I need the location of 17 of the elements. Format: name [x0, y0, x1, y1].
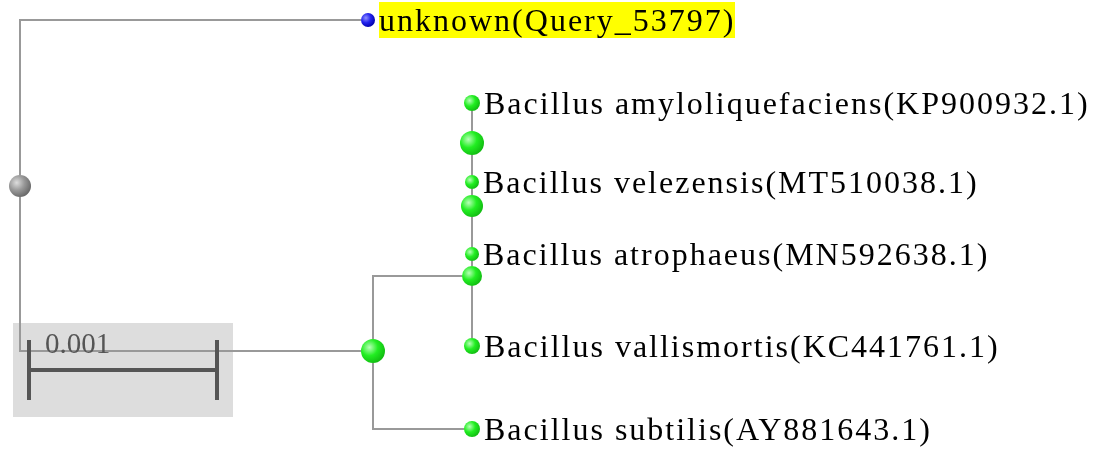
taxon-label: Bacillus vallismortis(KC441761.1) — [484, 328, 1000, 364]
branch-line — [471, 154, 473, 176]
branch-line — [19, 196, 362, 352]
taxon-label: Bacillus velezensis(MT510038.1) — [483, 164, 979, 200]
branch-line — [19, 19, 362, 176]
taxon-label: Bacillus subtilis(AY881643.1) — [484, 411, 932, 447]
branch-line — [471, 260, 473, 267]
branch-line — [471, 110, 473, 132]
scale-value: 0.001 — [45, 326, 111, 360]
taxon-label: Bacillus atrophaeus(MN592638.1) — [483, 236, 990, 272]
branch-line — [471, 216, 473, 248]
taxon-label: Bacillus amyloliquefaciens(KP900932.1) — [484, 85, 1090, 121]
branch-line — [471, 188, 473, 196]
branch-line — [372, 362, 465, 430]
branch-line — [372, 275, 463, 340]
highlighted-taxon-label: unknown(Query_53797) — [379, 2, 736, 38]
branch-line — [471, 285, 473, 339]
